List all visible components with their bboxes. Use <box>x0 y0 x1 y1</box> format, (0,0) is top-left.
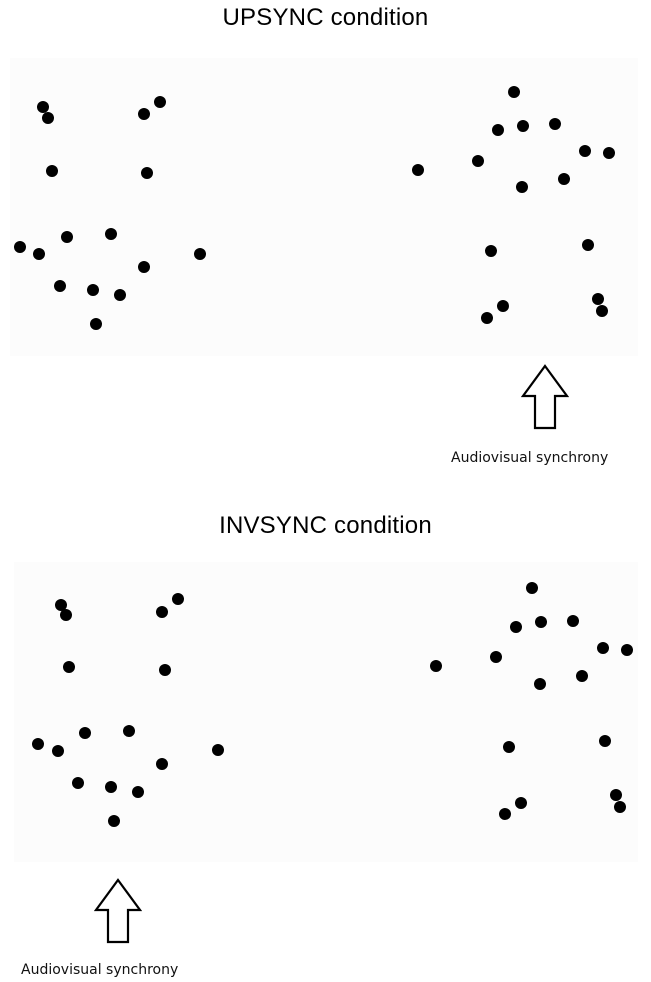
point-light-dot <box>610 789 622 801</box>
point-light-dot <box>105 781 117 793</box>
point-light-dot <box>579 145 591 157</box>
point-light-dot <box>597 642 609 654</box>
point-light-dot <box>603 147 615 159</box>
point-light-dot <box>132 786 144 798</box>
point-light-dot <box>60 609 72 621</box>
point-light-dot <box>87 284 99 296</box>
point-light-dot <box>481 312 493 324</box>
invsync-stimulus-panel <box>14 562 638 862</box>
point-light-dot <box>592 293 604 305</box>
point-light-dot <box>526 582 538 594</box>
point-light-dot <box>621 644 633 656</box>
up-arrow-icon <box>521 364 569 430</box>
point-light-dot <box>63 661 75 673</box>
upsync-synchrony-caption: Audiovisual synchrony <box>451 450 609 466</box>
point-light-dot <box>79 727 91 739</box>
point-light-dot <box>172 593 184 605</box>
point-light-dot <box>61 231 73 243</box>
point-light-dot <box>105 228 117 240</box>
point-light-dot <box>490 651 502 663</box>
point-light-dot <box>37 101 49 113</box>
point-light-dot <box>503 741 515 753</box>
point-light-dot <box>515 797 527 809</box>
invsync-title: INVSYNC condition <box>219 512 432 539</box>
upsync-title: UPSYNC condition <box>222 4 429 31</box>
point-light-dot <box>558 173 570 185</box>
point-light-dot <box>123 725 135 737</box>
point-light-dot <box>14 241 26 253</box>
upsync-stimulus-panel <box>10 58 638 356</box>
point-light-dot <box>535 616 547 628</box>
invsync-synchrony-caption: Audiovisual synchrony <box>21 962 179 978</box>
point-light-dot <box>55 599 67 611</box>
point-light-dot <box>497 300 509 312</box>
point-light-dot <box>499 808 511 820</box>
point-light-dot <box>582 239 594 251</box>
point-light-dot <box>485 245 497 257</box>
point-light-dot <box>517 120 529 132</box>
point-light-dot <box>54 280 66 292</box>
point-light-dot <box>52 745 64 757</box>
point-light-dot <box>567 615 579 627</box>
point-light-dot <box>576 670 588 682</box>
point-light-dot <box>534 678 546 690</box>
point-light-dot <box>156 606 168 618</box>
point-light-dot <box>90 318 102 330</box>
point-light-dot <box>510 621 522 633</box>
point-light-dot <box>516 181 528 193</box>
point-light-dot <box>472 155 484 167</box>
point-light-dot <box>430 660 442 672</box>
point-light-dot <box>141 167 153 179</box>
point-light-dot <box>138 261 150 273</box>
point-light-dot <box>614 801 626 813</box>
point-light-dot <box>114 289 126 301</box>
point-light-dot <box>32 738 44 750</box>
up-arrow-icon <box>94 878 142 944</box>
point-light-dot <box>108 815 120 827</box>
point-light-dot <box>492 124 504 136</box>
point-light-dot <box>154 96 166 108</box>
point-light-dot <box>599 735 611 747</box>
point-light-dot <box>33 248 45 260</box>
point-light-dot <box>159 664 171 676</box>
point-light-dot <box>549 118 561 130</box>
point-light-dot <box>194 248 206 260</box>
point-light-dot <box>212 744 224 756</box>
point-light-dot <box>46 165 58 177</box>
point-light-dot <box>42 112 54 124</box>
point-light-dot <box>156 758 168 770</box>
point-light-dot <box>596 305 608 317</box>
point-light-dot <box>138 108 150 120</box>
point-light-dot <box>508 86 520 98</box>
point-light-dot <box>72 777 84 789</box>
point-light-dot <box>412 164 424 176</box>
